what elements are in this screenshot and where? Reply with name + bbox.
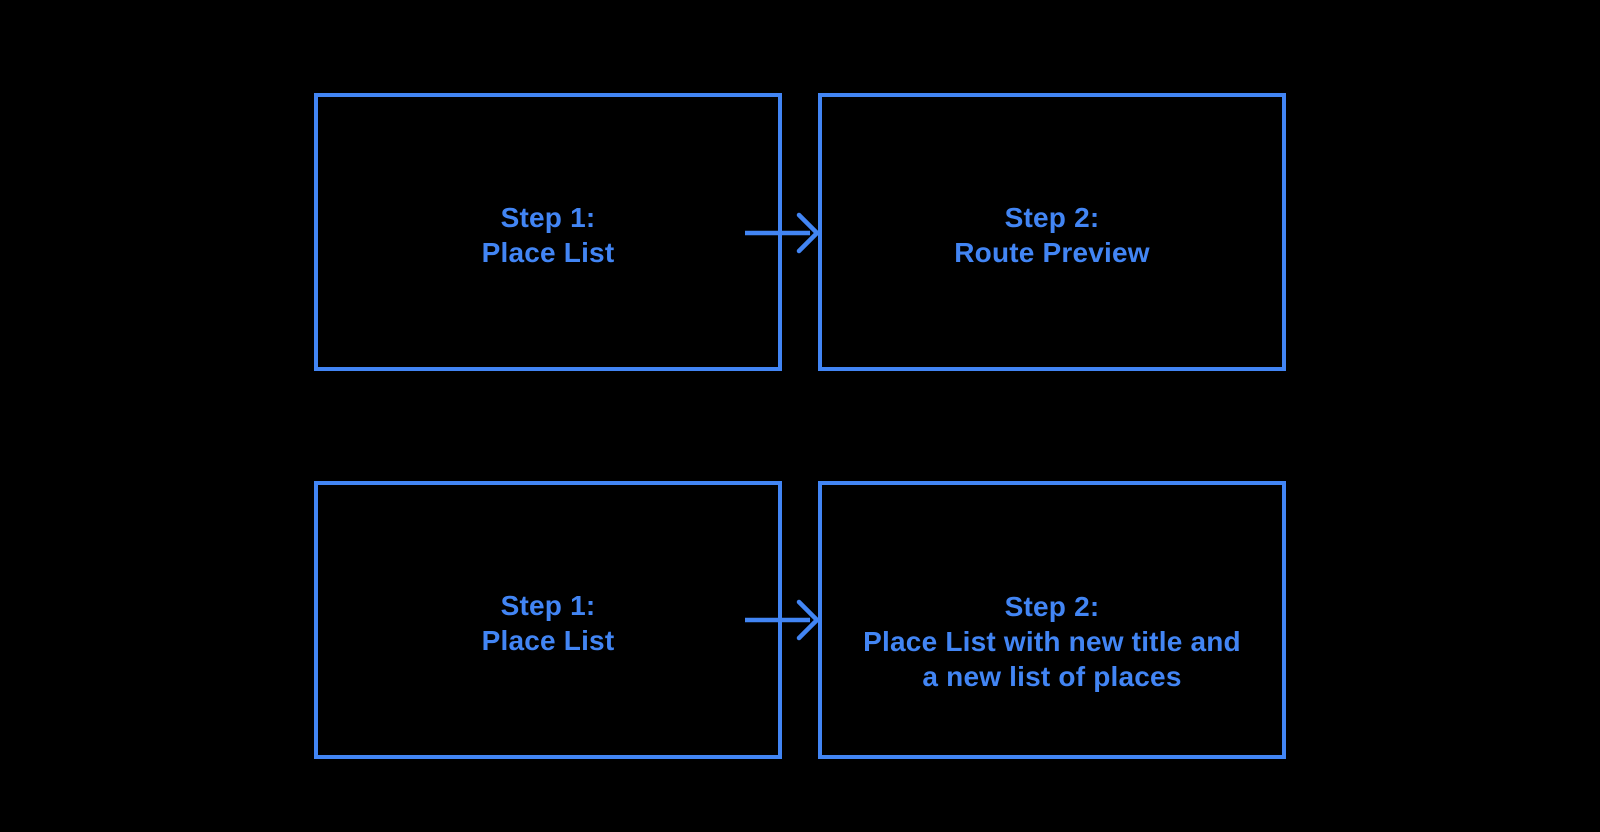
node-step2-place-list-new: Step 2: Place List with new title and a … — [818, 481, 1286, 759]
node-label-line: Step 2: — [1004, 202, 1100, 233]
node-step1-place-list-row1: Step 1: Place List — [314, 93, 782, 371]
node-label: Step 1: Place List — [482, 200, 615, 270]
node-label-line: Place List with new title and — [863, 625, 1241, 657]
node-step1-place-list-row2: Step 1: Place List — [314, 481, 782, 759]
node-label: Step 2: Route Preview — [954, 200, 1150, 270]
node-label: Step 1: Place List — [482, 588, 615, 658]
node-label-line: Place List — [481, 625, 615, 656]
node-label: Step 2: Place List with new title and a … — [863, 589, 1241, 694]
node-label-line: Step 2: — [1004, 590, 1100, 622]
node-label-line: a new list of places — [922, 660, 1182, 692]
arrow-right-icon — [745, 212, 820, 254]
arrow-right-icon — [745, 599, 820, 641]
node-label-line: Place List — [481, 237, 615, 268]
node-label-line: Step 1: — [500, 202, 596, 233]
node-label-line: Route Preview — [954, 237, 1150, 268]
node-label-line: Step 1: — [500, 590, 596, 621]
node-step2-route-preview: Step 2: Route Preview — [818, 93, 1286, 371]
